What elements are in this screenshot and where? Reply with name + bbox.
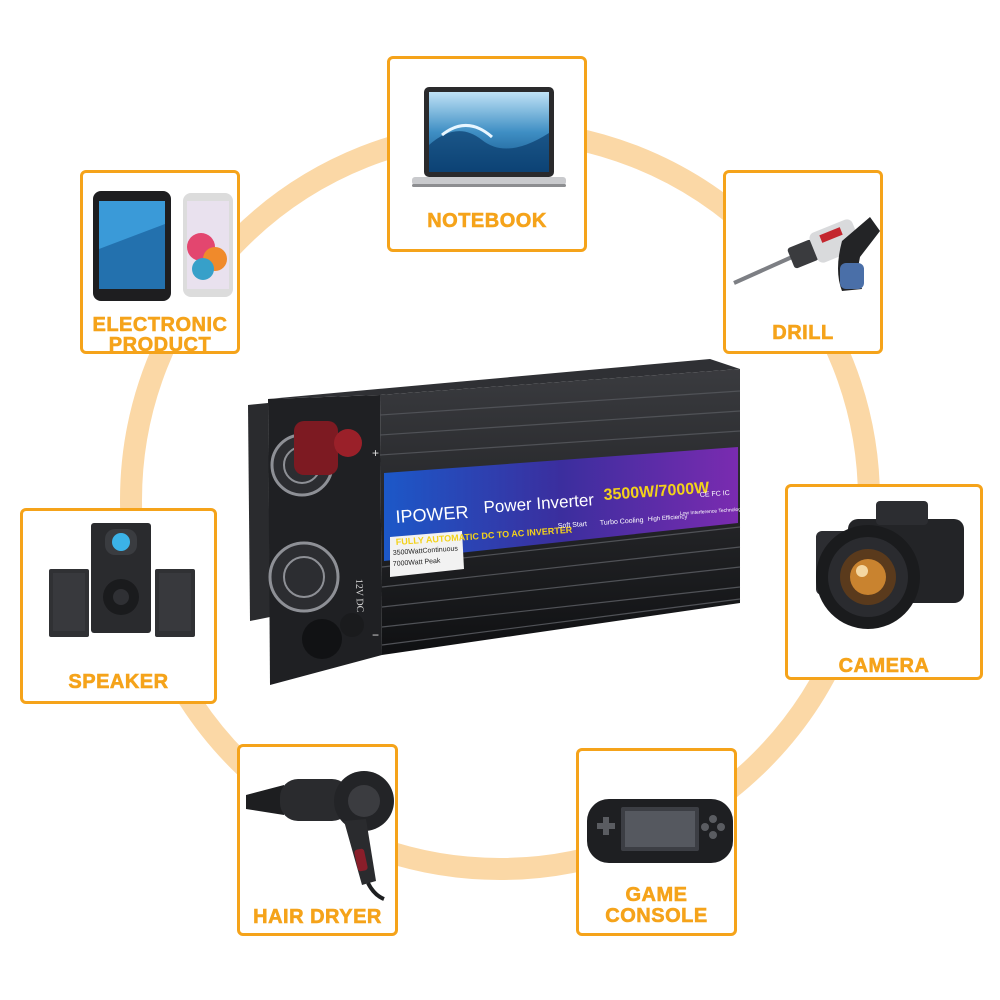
camera-card: CAMERA bbox=[785, 484, 983, 680]
cooling-fan-bottom bbox=[268, 541, 340, 613]
label-band bbox=[384, 447, 738, 561]
speaker-card: SPEAKER bbox=[20, 508, 217, 704]
drill-card: DRILL bbox=[723, 170, 883, 354]
speaker-label: SPEAKER bbox=[68, 671, 169, 693]
game-console-label-line1: GAME bbox=[625, 884, 688, 906]
mounting-flange bbox=[248, 403, 270, 621]
certification-marks: CE FC IC bbox=[700, 490, 730, 499]
feature-soft-start: Soft Start bbox=[558, 521, 588, 530]
drill-label: DRILL bbox=[772, 322, 834, 344]
spec-continuous: 3500WattContinuous bbox=[393, 545, 459, 557]
spec-box bbox=[390, 531, 464, 577]
voltage-label: 12V DC bbox=[353, 579, 365, 613]
minus-sign: − bbox=[372, 628, 379, 642]
electronic-label-line1: ELECTRONIC bbox=[92, 314, 228, 336]
camera-label: CAMERA bbox=[838, 655, 930, 677]
hair-dryer-label: HAIR DRYER bbox=[253, 906, 382, 928]
feature-low-interference: Low Interference Technology bbox=[680, 507, 745, 517]
drill-icon bbox=[733, 217, 880, 291]
game-console-card: GAME CONSOLE bbox=[576, 748, 737, 936]
game-console-label-line2: CONSOLE bbox=[605, 905, 708, 927]
electronic-product-card: ELECTRONIC PRODUCT bbox=[80, 170, 240, 356]
spec-peak: 7000Watt Peak bbox=[393, 558, 441, 568]
tablet-phone-icon bbox=[93, 191, 233, 301]
top-face bbox=[268, 359, 740, 399]
electronic-label-line2: PRODUCT bbox=[108, 334, 212, 356]
laptop-icon bbox=[412, 87, 566, 187]
hair-dryer-icon bbox=[246, 771, 394, 901]
notebook-label: NOTEBOOK bbox=[427, 210, 547, 232]
feature-turbo-cooling: Turbo Cooling bbox=[600, 517, 644, 527]
camera-icon bbox=[816, 501, 964, 629]
feature-high-efficiency: High Efficiency bbox=[648, 514, 688, 523]
power-inverter-product: IPOWER Power Inverter 3500W/7000W FULLY … bbox=[248, 359, 745, 685]
game-console-icon bbox=[587, 799, 733, 863]
negative-terminal bbox=[302, 619, 342, 659]
speaker-icon bbox=[49, 523, 195, 637]
hair-dryer-card: HAIR DRYER bbox=[237, 744, 398, 936]
plus-sign: + bbox=[372, 446, 379, 460]
positive-terminal bbox=[294, 421, 338, 475]
notebook-card: NOTEBOOK bbox=[387, 56, 587, 252]
